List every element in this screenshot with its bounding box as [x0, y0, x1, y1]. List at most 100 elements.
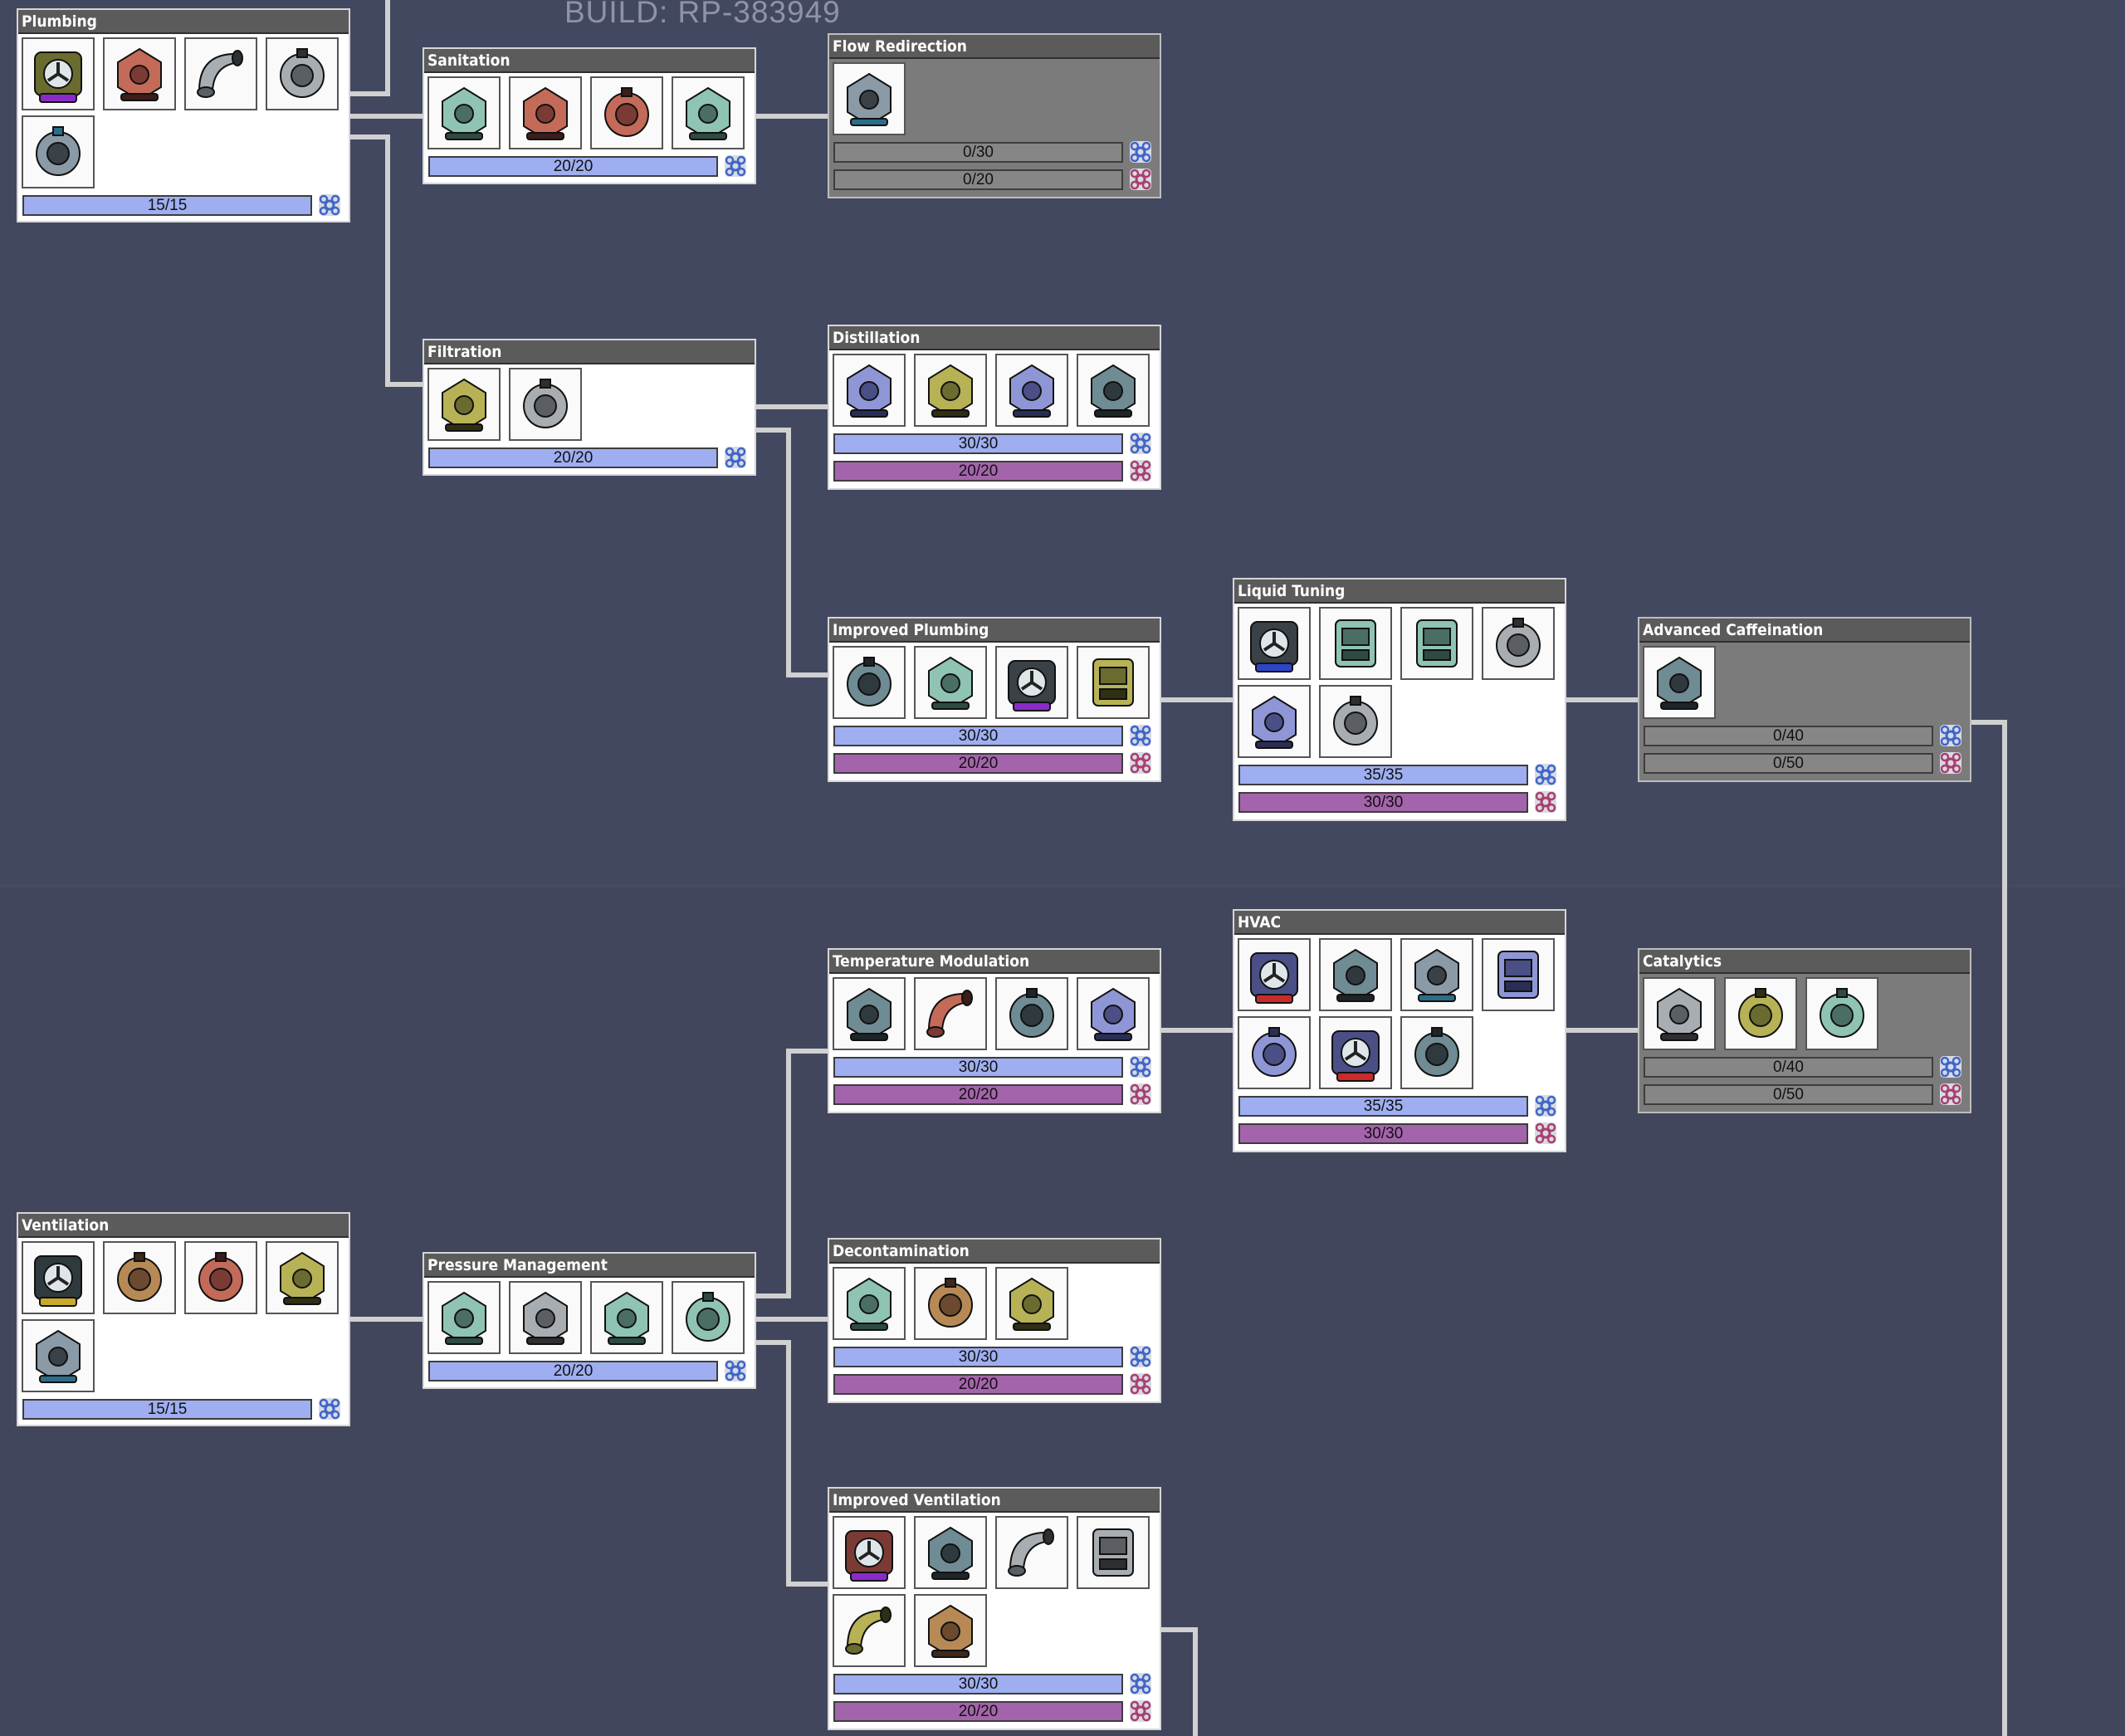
tech-node-improved-ventilation[interactable]: Improved Ventilation 30/30 20/20 — [828, 1487, 1161, 1730]
tech-link-line — [756, 1049, 828, 1298]
hazard-door-icon[interactable] — [995, 1267, 1068, 1340]
flow-redirector-icon[interactable] — [833, 62, 906, 135]
gas-vent-icon[interactable] — [266, 1241, 339, 1314]
tech-node-pressure-management[interactable]: Pressure Management 20/20 — [423, 1252, 756, 1389]
tech-node-ventilation[interactable]: Ventilation 15/15 — [17, 1212, 350, 1426]
oxylite-refinery-icon[interactable] — [1805, 977, 1878, 1050]
basic-research-progress-bar: 35/35 — [1238, 1096, 1528, 1117]
tech-node-sanitation[interactable]: Sanitation 20/20 — [423, 47, 756, 184]
gas-pressure-gauge-icon[interactable] — [914, 1594, 987, 1667]
gas-pump-red-icon[interactable] — [1319, 1016, 1392, 1089]
lavatory-icon[interactable] — [590, 76, 663, 149]
airflow-tile-icon[interactable] — [427, 1281, 501, 1354]
basic-research-icon — [1129, 1345, 1152, 1368]
tech-node-catalytics[interactable]: Catalytics 0/40 0/50 — [1638, 948, 1971, 1113]
basic-research-icon — [1129, 1672, 1152, 1695]
liquid-valve-icon[interactable] — [266, 37, 339, 110]
hand-sanitizer-icon[interactable] — [833, 1267, 906, 1340]
pipe-filter-icon[interactable] — [509, 368, 582, 441]
heater-coil-icon[interactable] — [1319, 685, 1392, 758]
liquid-sensor-icon[interactable] — [1319, 607, 1392, 680]
advanced-research-progress-bar: 20/20 — [833, 1084, 1123, 1105]
insulated-tile-icon[interactable] — [995, 977, 1068, 1050]
progress-fill — [835, 1059, 1121, 1076]
tech-node-flow-redirection[interactable]: Flow Redirection 0/30 0/20 — [828, 33, 1161, 198]
liquid-bridge-icon[interactable] — [103, 37, 176, 110]
tech-link-line — [350, 0, 390, 96]
desalinator-icon[interactable] — [995, 354, 1068, 427]
tech-node-hvac[interactable]: HVAC 35/35 30/30 — [1233, 909, 1566, 1152]
liquid-filter-icon[interactable] — [427, 368, 501, 441]
gas-shutoff-icon[interactable] — [509, 1281, 582, 1354]
radiator-panel-icon[interactable] — [1724, 977, 1797, 1050]
distillery-icon[interactable] — [914, 354, 987, 427]
liquid-pump-icon[interactable] — [22, 37, 95, 110]
red-gas-pump-icon[interactable] — [1238, 938, 1311, 1011]
progress-label: 0/50 — [1773, 1086, 1804, 1103]
thermo-aquatuner-icon[interactable] — [1319, 938, 1392, 1011]
basic-research-icon — [1129, 432, 1152, 455]
gas-sensor-icon[interactable] — [1400, 938, 1473, 1011]
tech-node-distillation[interactable]: Distillation 30/30 20/20 — [828, 325, 1161, 490]
tech-node-temperature-modulation[interactable]: Temperature Modulation 30/30 20/20 — [828, 948, 1161, 1113]
progress-label: 30/30 — [958, 727, 999, 745]
pipe-valve-icon[interactable] — [1077, 646, 1150, 719]
gas-filter-icon[interactable] — [914, 1516, 987, 1589]
high-pressure-vent-icon[interactable] — [833, 1516, 906, 1589]
shower-icon[interactable] — [509, 76, 582, 149]
tech-node-liquid-tuning[interactable]: Liquid Tuning 35/35 30/30 — [1233, 578, 1566, 821]
advanced-research-progress-bar: 0/20 — [833, 169, 1123, 190]
water-sieve-icon[interactable] — [833, 354, 906, 427]
steam-engine-icon[interactable] — [1643, 977, 1716, 1050]
space-heater-icon[interactable] — [833, 977, 906, 1050]
advanced-research-icon — [1129, 168, 1152, 191]
basic-research-icon — [318, 1397, 341, 1421]
gas-reservoir-icon[interactable] — [672, 1281, 745, 1354]
gas-shelf-icon[interactable] — [22, 1319, 95, 1392]
blue-liquid-pump-icon[interactable] — [1238, 607, 1311, 680]
vent-grate-icon[interactable] — [1077, 1516, 1150, 1589]
tech-node-filtration[interactable]: Filtration 20/20 — [423, 339, 756, 476]
heat-wreath-icon[interactable] — [1077, 977, 1150, 1050]
advanced-research-progress-bar: 0/50 — [1644, 1084, 1933, 1105]
progress-fill — [430, 449, 716, 467]
basic-research-progress-bar: 20/20 — [428, 156, 718, 177]
progress-fill — [835, 462, 1121, 480]
tech-node-title: Temperature Modulation — [829, 950, 1160, 974]
gas-element-sensor-icon[interactable] — [995, 1516, 1068, 1589]
basic-research-icon — [724, 446, 747, 469]
gas-bridge-icon[interactable] — [103, 1241, 176, 1314]
wash-basin-icon[interactable] — [427, 76, 501, 149]
tech-node-decontamination[interactable]: Decontamination 30/30 20/20 — [828, 1238, 1161, 1403]
bottler-icon[interactable] — [1077, 354, 1150, 427]
advanced-research-icon — [1129, 1372, 1152, 1396]
tech-node-plumbing[interactable]: Plumbing 15/15 — [17, 8, 350, 223]
insulated-gas-pipe-icon[interactable] — [1238, 1016, 1311, 1089]
gas-pipe-icon[interactable] — [184, 1241, 257, 1314]
radiant-pipe-icon[interactable] — [1238, 685, 1311, 758]
insulated-pipe-icon[interactable] — [833, 646, 906, 719]
gas-valve-icon[interactable] — [1400, 1016, 1473, 1089]
tech-link-line — [1971, 720, 2007, 1736]
espresso-machine-icon[interactable] — [1643, 646, 1716, 719]
liquid-thermo-sensor-icon[interactable] — [1400, 607, 1473, 680]
liquid-vent-icon[interactable] — [22, 115, 95, 188]
progress-label: 30/30 — [958, 1348, 999, 1366]
disinfection-lab-icon[interactable] — [914, 1267, 987, 1340]
insulated-gas-elbow-icon[interactable] — [833, 1594, 906, 1667]
gas-canister-icon[interactable] — [590, 1281, 663, 1354]
gas-thermo-sensor-icon[interactable] — [1482, 938, 1555, 1011]
progress-label: 20/20 — [553, 158, 594, 175]
sink-icon[interactable] — [672, 76, 745, 149]
liquid-conditioner-icon[interactable] — [1482, 607, 1555, 680]
tech-node-advanced-caffeination[interactable]: Advanced Caffeination 0/40 0/50 — [1638, 617, 1971, 782]
tech-node-improved-plumbing[interactable]: Improved Plumbing 30/30 20/20 — [828, 617, 1161, 782]
liquid-pipe-icon[interactable] — [184, 37, 257, 110]
liquid-tank-icon[interactable] — [914, 646, 987, 719]
ice-maker-icon[interactable] — [914, 977, 987, 1050]
mechanical-pump-icon[interactable] — [995, 646, 1068, 719]
progress-fill — [835, 1703, 1121, 1720]
basic-research-progress-bar: 20/20 — [428, 1361, 718, 1381]
gas-pump-icon[interactable] — [22, 1241, 95, 1314]
